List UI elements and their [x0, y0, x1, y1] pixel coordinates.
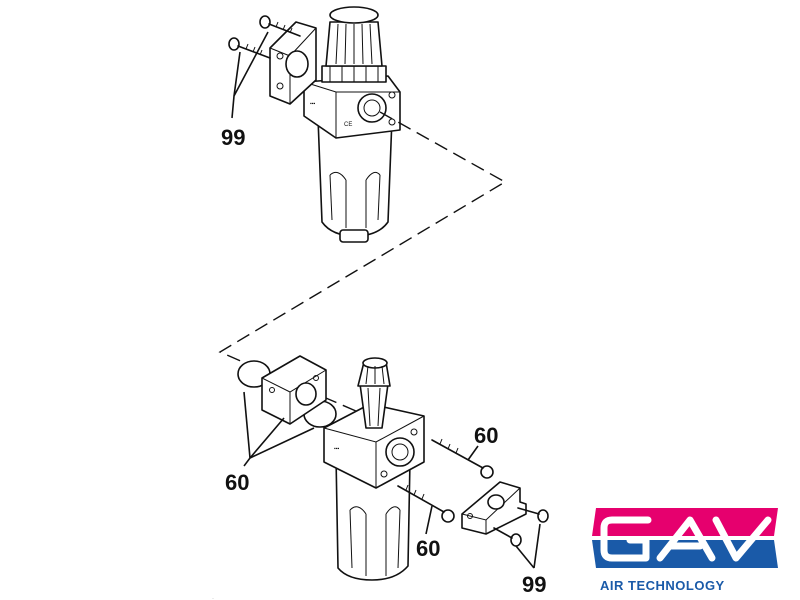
top-99-leaders — [231, 31, 269, 119]
top-regulator-assembly: ▪▪▪ CE — [303, 6, 401, 243]
bottom-bolt-upper — [431, 438, 494, 479]
bottom-bolt-lower — [397, 484, 455, 523]
leader-bolt-lower — [425, 505, 433, 535]
callout-top-99: 99 — [221, 125, 245, 150]
svg-text:▪▪▪: ▪▪▪ — [310, 101, 316, 107]
bottom-screw-right-upper — [517, 507, 549, 523]
bottom-left-60-leaders — [243, 391, 315, 467]
gav-logo: AIR TECHNOLOGY — [592, 508, 778, 593]
bottom-mounting-bracket — [461, 481, 527, 535]
logo-tagline: AIR TECHNOLOGY — [600, 578, 725, 593]
top-screw-upper — [259, 15, 301, 37]
bottom-filter-regulator-body: ▪▪▪ — [323, 357, 425, 581]
svg-text:▪▪▪: ▪▪▪ — [334, 446, 340, 452]
callout-bottom-right-99: 99 — [522, 572, 546, 597]
bottom-right-99-leaders — [515, 523, 541, 569]
callout-bottom-left-60: 60 — [225, 470, 249, 495]
bottom-screw-right-lower — [493, 527, 522, 547]
callout-bottom-right-bolt-60: 60 — [474, 423, 498, 448]
svg-text:·: · — [212, 596, 214, 600]
bottom-connection-plate — [261, 355, 327, 425]
callout-bottom-center-bolt-60: 60 — [416, 536, 440, 561]
top-screw-lower — [228, 37, 271, 59]
leader-bolt-upper — [467, 445, 479, 461]
svg-text:CE: CE — [344, 122, 352, 128]
top-mounting-bracket — [269, 21, 317, 105]
